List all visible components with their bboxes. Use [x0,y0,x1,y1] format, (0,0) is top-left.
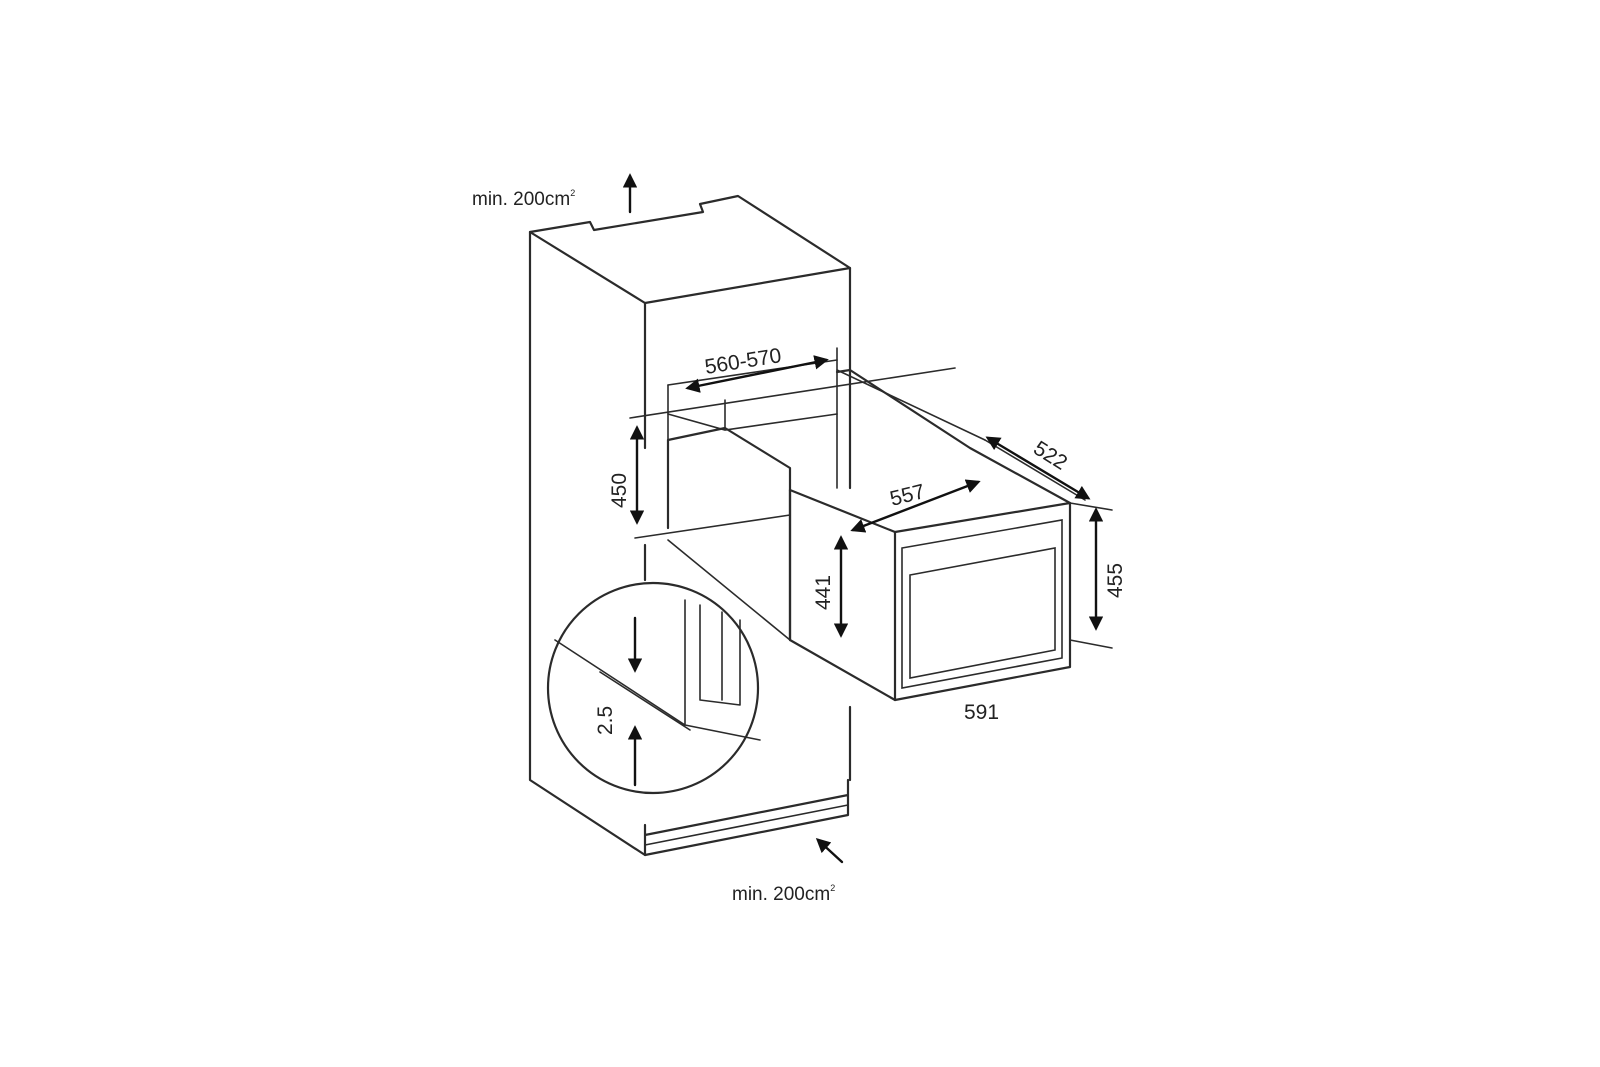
dim-niche-height-label: 450 [608,473,631,508]
detail-lines [554,599,761,741]
oven [788,368,1113,702]
detail-circle [546,581,760,795]
oven-top-side [836,369,986,441]
dimensions: 560-570 450 522 557 441 455 591 [608,344,1127,724]
dim-niche-depth-arrow [985,436,1091,500]
dim-appliance-height-label: 455 [1104,563,1127,598]
dim-appliance-height-inner-label: 441 [812,575,835,610]
oven-side [788,488,897,702]
ventilation-bottom: min. 200cm2 [732,838,844,905]
dim-appliance-width-label: 591 [964,701,999,724]
cabinet [528,194,956,857]
vent-bottom-arrow [815,838,844,864]
plinth-inner [644,804,849,846]
dim-niche-depth-label: 522 [1029,437,1071,475]
cabinet-top [528,194,852,305]
ext-niche-top [629,367,956,419]
cabinet-side [528,230,647,857]
ext-niche-bottom [634,514,791,539]
ventilation-top: min. 200cm2 [472,173,638,214]
vent-top-label: min. 200cm2 [472,188,575,210]
niche-floor-lower [667,539,791,641]
oven-top [788,368,1072,534]
vent-bottom-label: min. 200cm2 [732,883,835,905]
oven-door-frame [901,519,1063,689]
ext-455-bottom [1069,639,1113,649]
detail-callout: 2.5 [546,581,761,795]
ext-455-top [1069,502,1113,511]
oven-window [909,547,1056,679]
niche-back-top [667,413,838,431]
dim-niche-width-arrow [685,355,829,393]
dim-appliance-width-inner-label: 557 [888,480,928,511]
cabinet-plinth [643,778,850,857]
gap-label: 2.5 [594,706,617,735]
oven-front [893,501,1072,702]
dim-appliance-width-inner-arrow [850,479,981,533]
niche-floor [666,426,792,642]
